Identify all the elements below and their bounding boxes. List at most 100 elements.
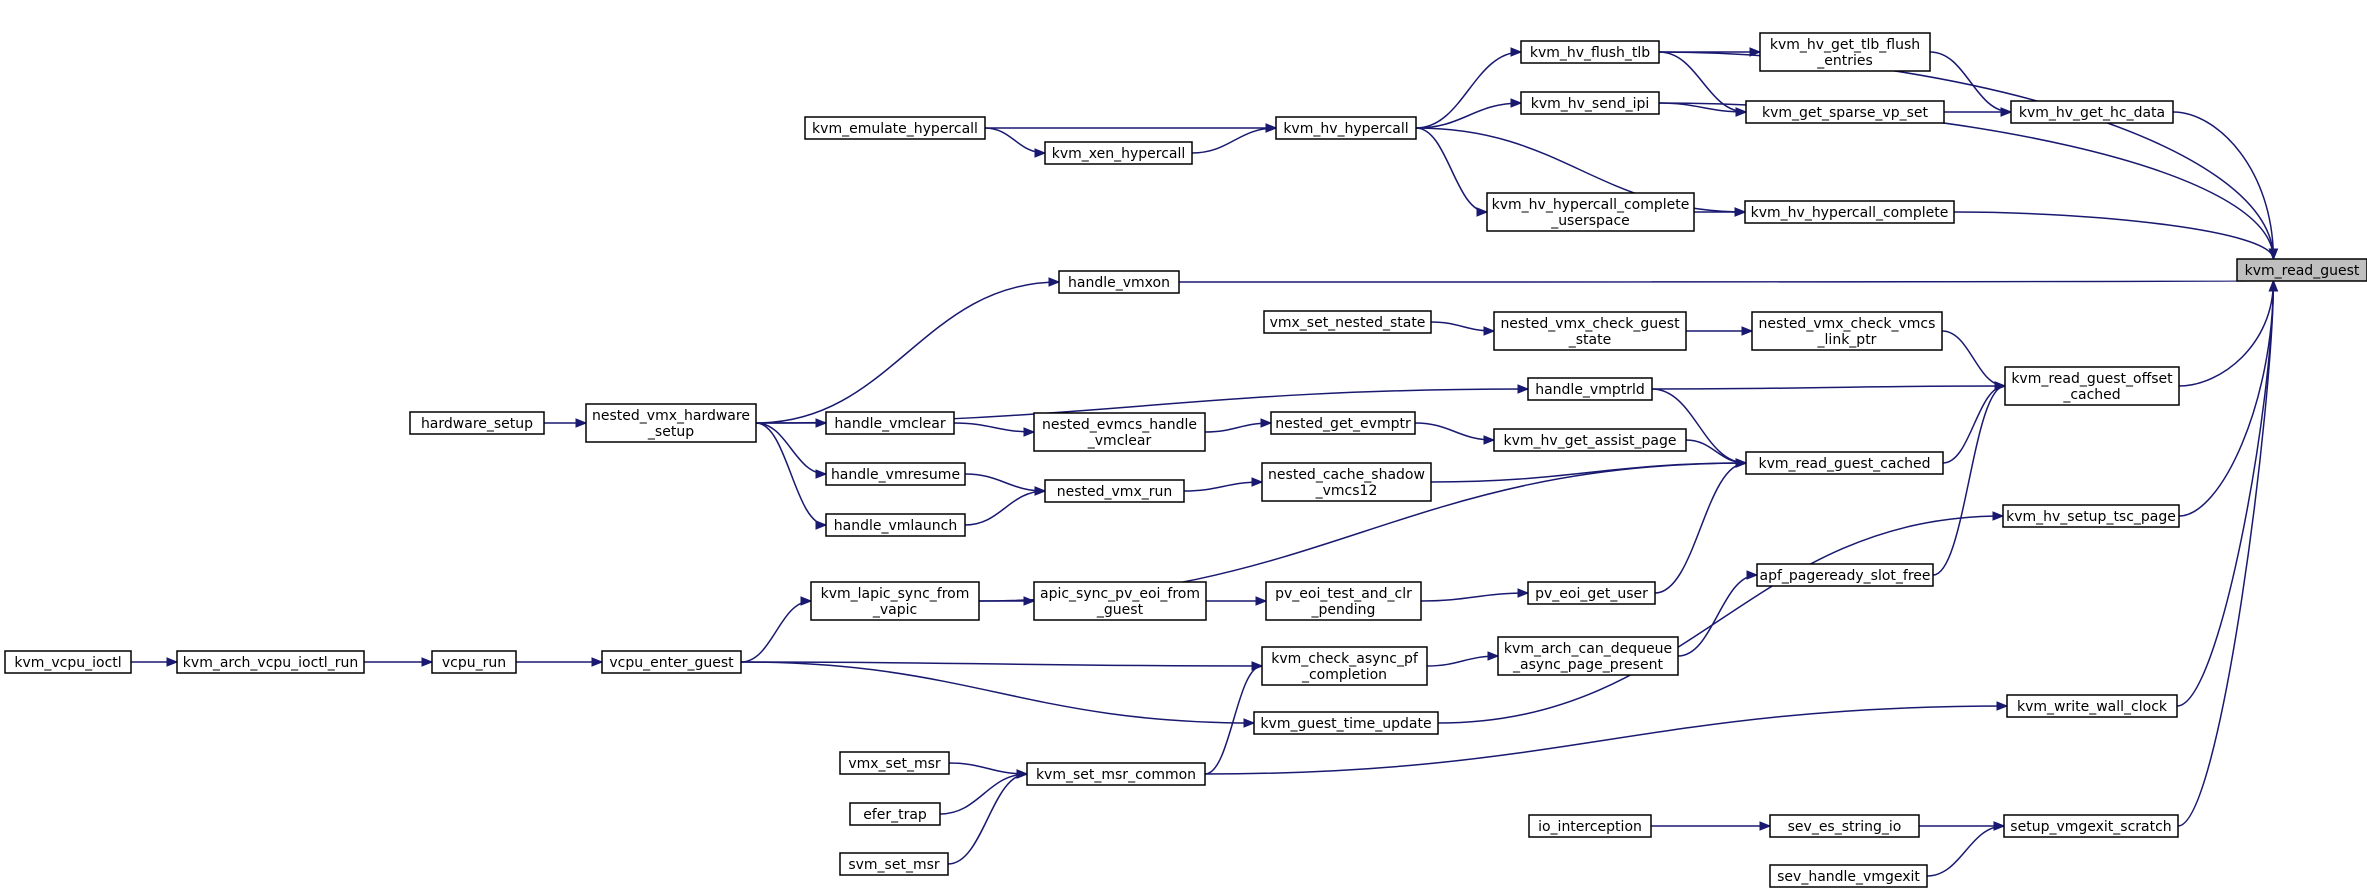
node-kvm_hv_get_tlb_flush_entries[interactable]: kvm_hv_get_tlb_flush_entries: [1759, 32, 1931, 72]
call-edge: [985, 123, 1278, 133]
call-edge: [1415, 127, 1489, 217]
node-apf_pageready_slot_free[interactable]: apf_pageready_slot_free: [1756, 563, 1934, 587]
edge-line: [1204, 705, 2008, 775]
node-kvm_read_guest_offset_cached[interactable]: kvm_read_guest_offset_cached: [2004, 366, 2180, 406]
node-setup_vmgexit_scratch[interactable]: setup_vmgexit_scratch: [2003, 814, 2179, 838]
node-box: [1270, 411, 1416, 435]
node-handle_vmlaunch[interactable]: handle_vmlaunch: [825, 513, 966, 537]
node-kvm_guest_time_update[interactable]: kvm_guest_time_update: [1253, 711, 1439, 735]
node-label: kvm_get_sparse_vp_set: [1762, 105, 1929, 121]
node-sev_handle_vmgexit[interactable]: sev_handle_vmgexit: [1769, 864, 1928, 888]
node-box: [1026, 762, 1206, 786]
node-efer_trap[interactable]: efer_trap: [849, 802, 941, 826]
arrowhead-icon: [166, 657, 179, 667]
node-nested_vmx_run[interactable]: nested_vmx_run: [1044, 479, 1185, 503]
node-handle_vmresume[interactable]: handle_vmresume: [825, 462, 966, 486]
edge-line: [1415, 102, 1522, 129]
call-edge: [755, 277, 1061, 424]
node-kvm_vcpu_ioctl[interactable]: kvm_vcpu_ioctl: [4, 650, 132, 674]
node-label: _completion: [1301, 667, 1387, 683]
node-svm_set_msr[interactable]: svm_set_msr: [839, 852, 949, 876]
edge-line: [1654, 462, 1747, 594]
root-node-kvm_read_guest[interactable]: kvm_read_guest: [2236, 258, 2367, 282]
node-nested_vmx_hardware_setup[interactable]: nested_vmx_hardware_setup: [585, 403, 757, 443]
arrowhead-icon: [2268, 279, 2279, 292]
node-kvm_write_wall_clock[interactable]: kvm_write_wall_clock: [2006, 694, 2178, 718]
node-vcpu_run[interactable]: vcpu_run: [431, 650, 517, 674]
node-nested_vmx_check_guest_state[interactable]: nested_vmx_check_guest_state: [1493, 311, 1687, 351]
node-box: [1044, 479, 1185, 503]
call-edge: [984, 127, 1047, 158]
node-handle_vmxon[interactable]: handle_vmxon: [1058, 270, 1180, 294]
call-edge: [1694, 207, 1747, 217]
node-label: _guest: [1096, 602, 1144, 618]
node-box: [1275, 116, 1417, 140]
node-label: nested_vmx_run: [1057, 484, 1172, 500]
node-kvm_read_guest_cached[interactable]: kvm_read_guest_cached: [1745, 451, 1944, 475]
node-kvm_hv_get_hc_data[interactable]: kvm_hv_get_hc_data: [2010, 100, 2174, 124]
node-kvm_arch_can_dequeue_async_page_present[interactable]: kvm_arch_can_dequeue_async_page_present: [1497, 636, 1679, 676]
call-edge: [1426, 651, 1500, 667]
arrowhead-icon: [1048, 277, 1061, 287]
arrowhead-icon: [1517, 384, 1530, 394]
node-kvm_set_msr_common[interactable]: kvm_set_msr_common: [1026, 762, 1206, 786]
node-io_interception[interactable]: io_interception: [1528, 814, 1652, 838]
node-label: kvm_hv_get_assist_page: [1504, 433, 1677, 449]
node-handle_vmclear[interactable]: handle_vmclear: [825, 411, 955, 435]
node-vmx_set_msr[interactable]: vmx_set_msr: [839, 751, 950, 775]
arrowhead-icon: [1759, 821, 1772, 831]
edge-line: [1658, 102, 2275, 260]
call-edge: [1953, 211, 2279, 261]
node-kvm_lapic_sync_from_vapic[interactable]: kvm_lapic_sync_from_vapic: [810, 581, 980, 621]
node-kvm_hv_get_assist_page[interactable]: kvm_hv_get_assist_page: [1493, 428, 1687, 452]
node-kvm_emulate_hypercall[interactable]: kvm_emulate_hypercall: [804, 116, 986, 140]
node-label: kvm_read_guest: [2245, 263, 2360, 279]
node-nested_vmx_check_vmcs_link_ptr[interactable]: nested_vmx_check_vmcs_link_ptr: [1751, 311, 1943, 351]
node-nested_evmcs_handle_vmclear[interactable]: nested_evmcs_handle_vmclear: [1033, 412, 1206, 452]
node-kvm_hv_send_ipi[interactable]: kvm_hv_send_ipi: [1520, 91, 1660, 115]
node-label: kvm_read_guest_cached: [1758, 456, 1930, 472]
call-edge: [1183, 477, 1264, 492]
arrowhead-icon: [2268, 248, 2279, 261]
call-edge: [964, 486, 1047, 526]
node-label: apic_sync_pv_eoi_from: [1040, 586, 1200, 602]
node-apic_sync_pv_eoi_from_guest[interactable]: apic_sync_pv_eoi_from_guest: [1033, 581, 1207, 621]
call-edge: [1658, 102, 2279, 261]
node-label: kvm_emulate_hypercall: [812, 121, 978, 137]
node-label: sev_es_string_io: [1788, 819, 1902, 835]
node-vmx_set_nested_state[interactable]: vmx_set_nested_state: [1263, 310, 1432, 334]
node-pv_eoi_test_and_clr_pending[interactable]: pv_eoi_test_and_clr_pending: [1265, 581, 1422, 621]
node-kvm_hv_setup_tsc_page[interactable]: kvm_hv_setup_tsc_page: [2002, 504, 2180, 528]
arrowhead-icon: [815, 520, 828, 530]
edge-line: [2178, 280, 2275, 387]
node-kvm_xen_hypercall[interactable]: kvm_xen_hypercall: [1044, 141, 1193, 165]
node-kvm_check_async_pf_completion[interactable]: kvm_check_async_pf_completion: [1261, 646, 1428, 686]
node-box: [1033, 581, 1207, 621]
node-box: [825, 411, 955, 435]
call-edge: [1651, 381, 2007, 391]
node-box: [1058, 270, 1180, 294]
node-vcpu_enter_guest[interactable]: vcpu_enter_guest: [601, 650, 742, 674]
node-box: [1486, 192, 1695, 232]
node-kvm_hv_hypercall[interactable]: kvm_hv_hypercall: [1275, 116, 1417, 140]
node-kvm_hv_hypercall_complete_userspace[interactable]: kvm_hv_hypercall_complete_userspace: [1486, 192, 1695, 232]
node-pv_eoi_get_user[interactable]: pv_eoi_get_user: [1527, 581, 1656, 605]
node-sev_es_string_io[interactable]: sev_es_string_io: [1769, 814, 1920, 838]
arrowhead-icon: [2000, 107, 2013, 117]
node-label: vmx_set_nested_state: [1270, 315, 1426, 331]
edge-line: [1932, 385, 2006, 576]
node-label: kvm_check_async_pf: [1271, 651, 1419, 667]
node-label: _cached: [2062, 387, 2120, 403]
node-label: handle_vmxon: [1068, 275, 1170, 291]
node-hardware_setup[interactable]: hardware_setup: [409, 411, 545, 435]
node-nested_get_evmptr[interactable]: nested_get_evmptr: [1270, 411, 1416, 435]
call-edge: [1178, 279, 2279, 292]
node-kvm_get_sparse_vp_set[interactable]: kvm_get_sparse_vp_set: [1745, 100, 1945, 124]
node-kvm_arch_vcpu_ioctl_run[interactable]: kvm_arch_vcpu_ioctl_run: [176, 650, 365, 674]
node-kvm_hv_flush_tlb[interactable]: kvm_hv_flush_tlb: [1520, 40, 1660, 64]
arrowhead-icon: [1992, 511, 2005, 521]
node-nested_cache_shadow_vmcs12[interactable]: nested_cache_shadow_vmcs12: [1261, 462, 1432, 502]
node-kvm_hv_hypercall_complete[interactable]: kvm_hv_hypercall_complete: [1744, 200, 1955, 224]
node-handle_vmptrld[interactable]: handle_vmptrld: [1527, 377, 1653, 401]
edge-line: [740, 661, 1255, 724]
